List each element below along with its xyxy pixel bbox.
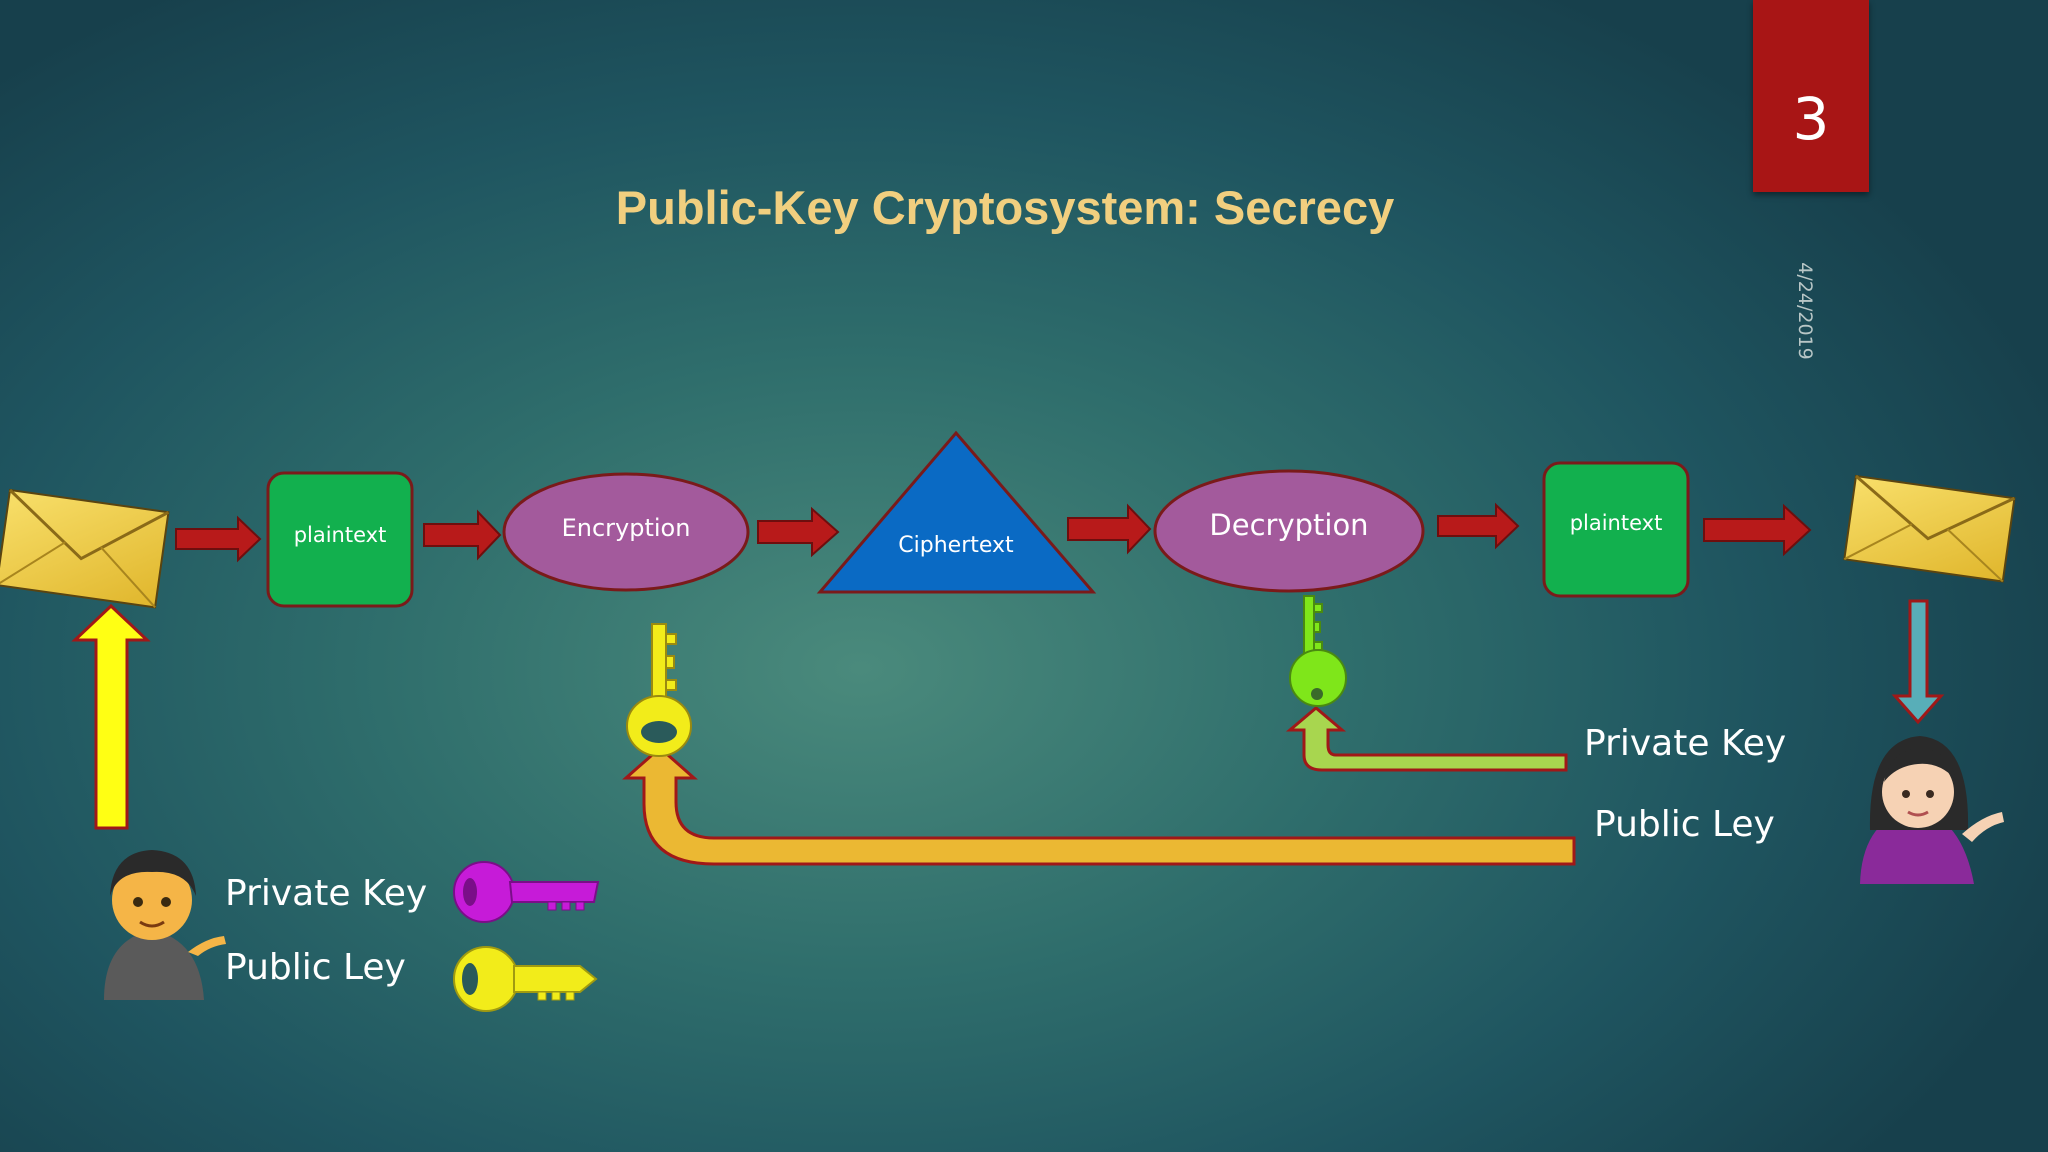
plaintext-box-right bbox=[1542, 461, 1690, 598]
ciphertext-triangle bbox=[816, 430, 1097, 594]
decryption-label: Decryption bbox=[1209, 508, 1369, 542]
flow-arrow bbox=[1703, 503, 1812, 557]
ciphertext-label: Ciphertext bbox=[898, 533, 1014, 558]
down-arrow bbox=[1891, 599, 1945, 725]
receiver-private-key-label: Private Key bbox=[1584, 723, 1787, 764]
plaintext-left-label: plaintext bbox=[293, 523, 387, 547]
private-key-path bbox=[1285, 706, 1568, 772]
plaintext-right-label: plaintext bbox=[1569, 511, 1663, 535]
envelope-icon bbox=[1843, 474, 2016, 583]
encryption-label: Encryption bbox=[561, 514, 691, 542]
flow-arrow bbox=[175, 515, 262, 563]
plaintext-box-left bbox=[266, 471, 414, 608]
envelope-icon bbox=[0, 488, 170, 609]
slide-number-badge bbox=[1753, 0, 1869, 192]
flow-arrow bbox=[423, 509, 502, 561]
man-tipping-hand-icon bbox=[104, 850, 226, 1000]
receiver-public-key-label: Public Ley bbox=[1594, 804, 1775, 845]
key-icon bbox=[626, 623, 692, 757]
key-icon bbox=[453, 946, 598, 1012]
sender-private-key-label: Private Key bbox=[225, 873, 428, 914]
decryption-ellipse bbox=[1153, 469, 1425, 593]
flow-arrow bbox=[1067, 503, 1152, 555]
sender-public-key-label: Public Ley bbox=[225, 947, 406, 988]
slide-title: Public-Key Cryptosystem: Secrecy bbox=[615, 181, 1395, 234]
encryption-ellipse bbox=[502, 472, 750, 592]
key-icon bbox=[1289, 595, 1347, 707]
flow-arrow bbox=[757, 506, 840, 558]
public-key-path bbox=[622, 745, 1576, 866]
up-arrow bbox=[71, 603, 151, 830]
key-icon bbox=[453, 861, 600, 923]
flow-arrow bbox=[1437, 502, 1520, 550]
woman-tipping-hand-icon bbox=[1860, 736, 2004, 884]
slide-number: 3 bbox=[1792, 85, 1830, 153]
